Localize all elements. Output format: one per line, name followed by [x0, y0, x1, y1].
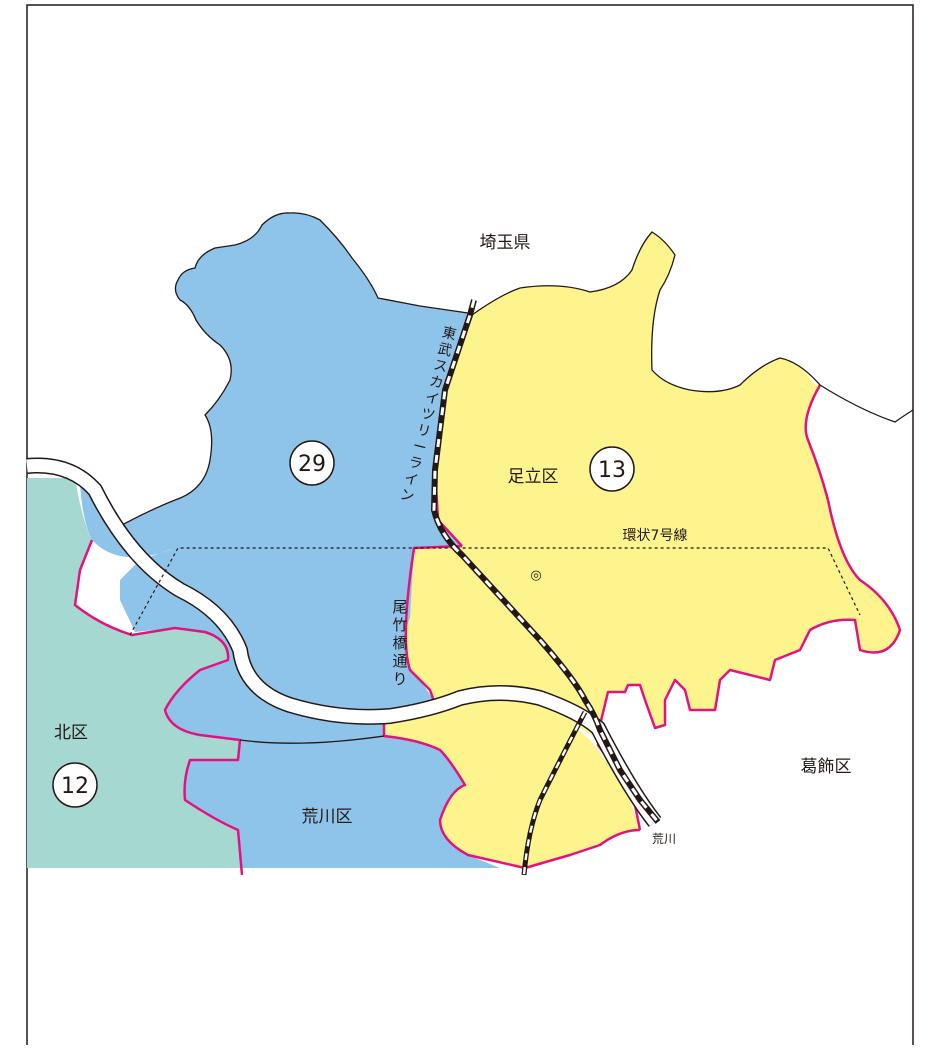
district-13-area: [405, 232, 900, 735]
street-label-char: 尾: [392, 598, 407, 616]
street-label-char: り: [392, 670, 407, 688]
street-label-char: 通: [392, 652, 407, 670]
rail-label-char: ー: [411, 438, 428, 457]
rail-label-char: ン: [398, 487, 415, 506]
rail-label-char: 東: [440, 325, 457, 344]
district-29-area: [80, 212, 590, 868]
rail-label-char: イ: [402, 470, 419, 489]
arakawa-river: [26, 457, 662, 827]
boundary-east: [596, 384, 902, 831]
tobu-skytree-line: [430, 299, 661, 824]
label-katsushika: 葛飾区: [801, 757, 852, 777]
rail-label-char: ツ: [419, 406, 436, 425]
prefecture-outline: [79, 212, 914, 744]
district-29-marker: 29: [289, 440, 335, 486]
rail-label-char: ス: [432, 357, 449, 376]
label-saitama: 埼玉県: [480, 233, 531, 253]
district-12-number: 12: [61, 774, 89, 799]
district-13-marker: 13: [589, 446, 635, 492]
district-13-number: 13: [598, 458, 626, 483]
district-12-marker: 12: [52, 762, 98, 808]
city-office-icon: ◎: [530, 568, 541, 583]
boundary-west: [73, 539, 244, 876]
rail-label-char: リ: [415, 422, 432, 441]
arakawa-river-bank-south: [239, 735, 385, 744]
label-adachi: 足立区: [508, 467, 559, 487]
label-arakawa-ward: 荒川区: [302, 807, 353, 827]
district-29-number: 29: [298, 452, 326, 477]
rail-label-char: ラ: [407, 454, 424, 473]
boundary-odake-north: [382, 544, 641, 870]
rail-label-char: 武: [436, 341, 453, 360]
label-ring-road-7: 環状7号線: [623, 528, 688, 544]
street-label-char: 竹: [392, 616, 407, 634]
rail-line-south: [521, 710, 588, 876]
label-arakawa-river: 荒川: [652, 832, 676, 846]
district-13-south-area: [384, 695, 640, 868]
label-kita: 北区: [54, 723, 88, 743]
ring-road-7: [129, 547, 861, 636]
rail-label-char: イ: [423, 389, 440, 408]
rail-label-char: カ: [428, 373, 445, 392]
street-label-char: 橋: [392, 634, 407, 652]
